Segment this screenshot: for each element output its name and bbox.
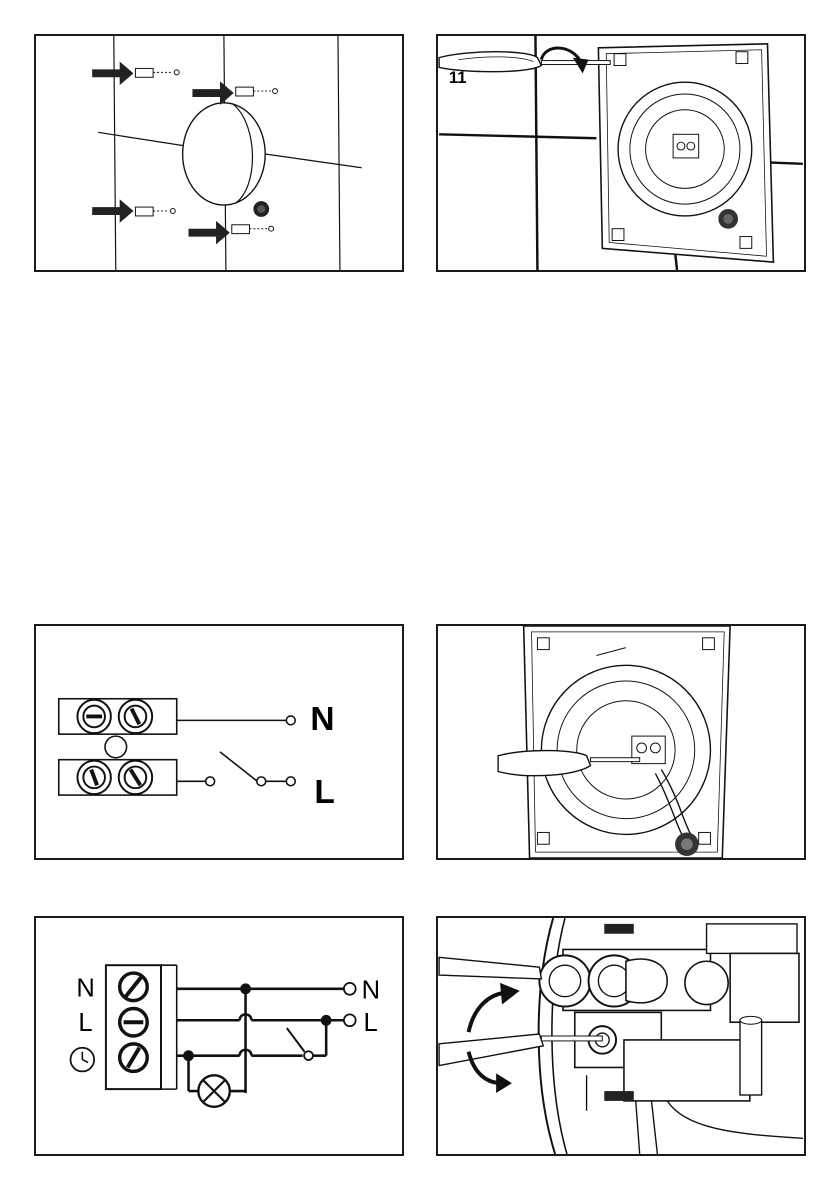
connect-wires-diagram bbox=[438, 626, 804, 858]
switch-wiring-diagram: N L bbox=[36, 626, 402, 858]
fan-base-plate bbox=[524, 626, 730, 858]
arrow-icon bbox=[189, 221, 230, 245]
wall-plug bbox=[135, 68, 179, 77]
capacitor bbox=[685, 961, 728, 1004]
switch-symbol bbox=[287, 1020, 326, 1060]
label-live: L bbox=[314, 774, 334, 811]
terminal-block bbox=[106, 965, 177, 1089]
arrow-icon bbox=[92, 62, 133, 86]
arrow-icon bbox=[92, 199, 133, 223]
timer-adjust-diagram bbox=[438, 918, 804, 1154]
label-live-right: L bbox=[364, 1009, 378, 1037]
clock-icon bbox=[71, 1048, 95, 1072]
mount-screw-diagram: 11 bbox=[438, 36, 804, 270]
arrow-icon bbox=[192, 81, 233, 105]
step-number: 11 bbox=[449, 68, 467, 87]
panel-drill-holes bbox=[34, 34, 404, 272]
panel-mount-screw: 11 bbox=[436, 34, 806, 272]
label-live-left: L bbox=[78, 1009, 92, 1037]
panel-connect-wires bbox=[436, 624, 806, 860]
fan-base-plate bbox=[598, 44, 773, 262]
panel-wiring-switch: N L bbox=[34, 624, 404, 860]
wall-plug bbox=[232, 225, 274, 234]
wall-plug bbox=[236, 87, 278, 96]
panel-timer-adjust bbox=[436, 916, 806, 1156]
wall-plug bbox=[135, 207, 175, 216]
switch-symbol bbox=[220, 752, 295, 786]
panel-wiring-lamp: N L bbox=[34, 916, 404, 1156]
label-neutral: N bbox=[310, 701, 334, 738]
terminal-block bbox=[59, 699, 177, 795]
lamp-icon bbox=[198, 1075, 229, 1106]
wall-plug-diagram bbox=[36, 36, 402, 270]
label-neutral-right: N bbox=[362, 977, 380, 1005]
label-neutral-left: N bbox=[76, 975, 94, 1003]
lamp-wiring-diagram: N L bbox=[36, 918, 402, 1154]
